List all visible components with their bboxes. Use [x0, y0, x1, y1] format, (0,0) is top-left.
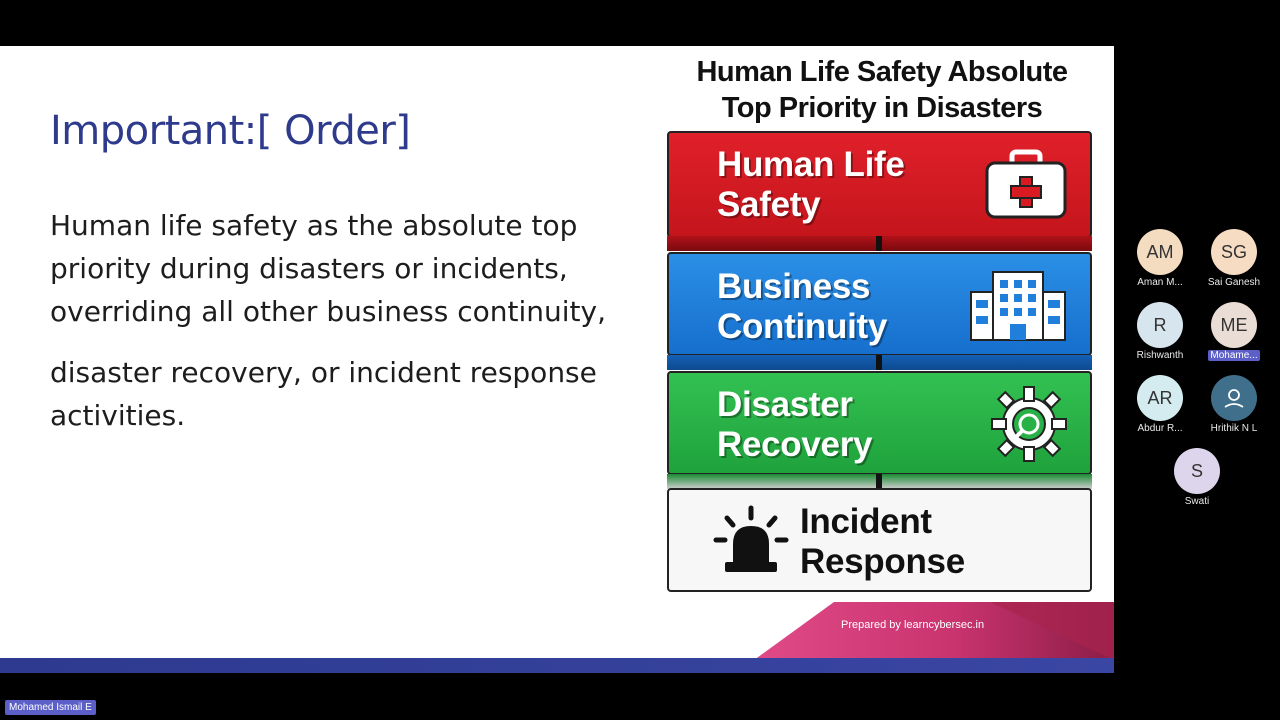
participant-tile[interactable]: S Swati: [1157, 448, 1237, 512]
slide-bottom-bar: [0, 658, 1114, 673]
block-label-line-2: Recovery: [717, 425, 873, 464]
priority-infographic: Human Life Safety Absolute Top Priority …: [650, 46, 1114, 606]
prepared-by-credit: Prepared by learncybersec.in: [841, 619, 985, 631]
block-label: Human Life Safety: [717, 145, 905, 225]
slide-paragraph-1: Human life safety as the absolute top pr…: [50, 209, 607, 328]
block-human-life-safety: Human Life Safety: [667, 131, 1092, 238]
infographic-title-line-1: Human Life Safety Absolute: [696, 56, 1068, 88]
block-connector: [667, 355, 1092, 370]
avatar: AR: [1137, 375, 1183, 421]
avatar: [1211, 375, 1257, 421]
participant-tile[interactable]: Hrithik N L: [1194, 375, 1274, 439]
user-icon: [1224, 389, 1244, 408]
slide-paragraph-2: disaster recovery, or incident response …: [50, 356, 597, 432]
participant-tile[interactable]: AR Abdur R...: [1120, 375, 1200, 439]
avatar: SG: [1211, 229, 1257, 275]
avatar: S: [1174, 448, 1220, 494]
block-business-continuity: Business Continuity: [667, 252, 1092, 356]
slide-title: Important:[ Order]: [50, 108, 411, 154]
infographic-title: Human Life Safety Absolute Top Priority …: [650, 54, 1114, 126]
block-connector: [667, 474, 1092, 489]
first-aid-kit-icon: [984, 149, 1068, 226]
block-label-line-2: Response: [800, 542, 965, 581]
infographic-title-line-2: Top Priority in Disasters: [721, 92, 1043, 124]
participant-tile[interactable]: R Rishwanth: [1120, 302, 1200, 366]
gear-recovery-icon: [990, 385, 1068, 468]
block-disaster-recovery: Disaster Recovery: [667, 371, 1092, 475]
block-connector: [667, 236, 1092, 251]
participant-name: Abdur R...: [1137, 423, 1183, 434]
participant-name: Hrithik N L: [1210, 423, 1258, 434]
block-label: Incident Response: [800, 502, 965, 582]
block-label-line-1: Incident: [800, 502, 932, 541]
block-label: Business Continuity: [717, 267, 887, 347]
participant-name: Mohame...: [1208, 350, 1260, 361]
block-label-line-2: Safety: [717, 185, 821, 224]
participant-tile[interactable]: SG Sai Ganesh: [1194, 229, 1274, 293]
block-label: Disaster Recovery: [717, 385, 873, 465]
participant-name: Aman M...: [1137, 277, 1183, 288]
participant-name: Rishwanth: [1136, 350, 1184, 361]
presenter-name-tag: Mohamed Ismail E: [5, 700, 96, 715]
block-label-line-1: Disaster: [717, 385, 853, 424]
alarm-siren-icon: [713, 504, 789, 585]
avatar: AM: [1137, 229, 1183, 275]
block-label-line-1: Human Life: [717, 145, 905, 184]
office-building-icon: [968, 264, 1068, 349]
participant-tile[interactable]: AM Aman M...: [1120, 229, 1200, 293]
participant-name: Sai Ganesh: [1207, 277, 1261, 288]
block-label-line-1: Business: [717, 267, 871, 306]
presentation-slide: Important:[ Order] Human life safety as …: [0, 46, 1114, 673]
block-label-line-2: Continuity: [717, 307, 888, 346]
avatar: ME: [1211, 302, 1257, 348]
participant-tile[interactable]: ME Mohame...: [1194, 302, 1274, 366]
block-incident-response: Incident Response: [667, 488, 1092, 592]
participant-name: Swati: [1184, 496, 1210, 507]
avatar: R: [1137, 302, 1183, 348]
